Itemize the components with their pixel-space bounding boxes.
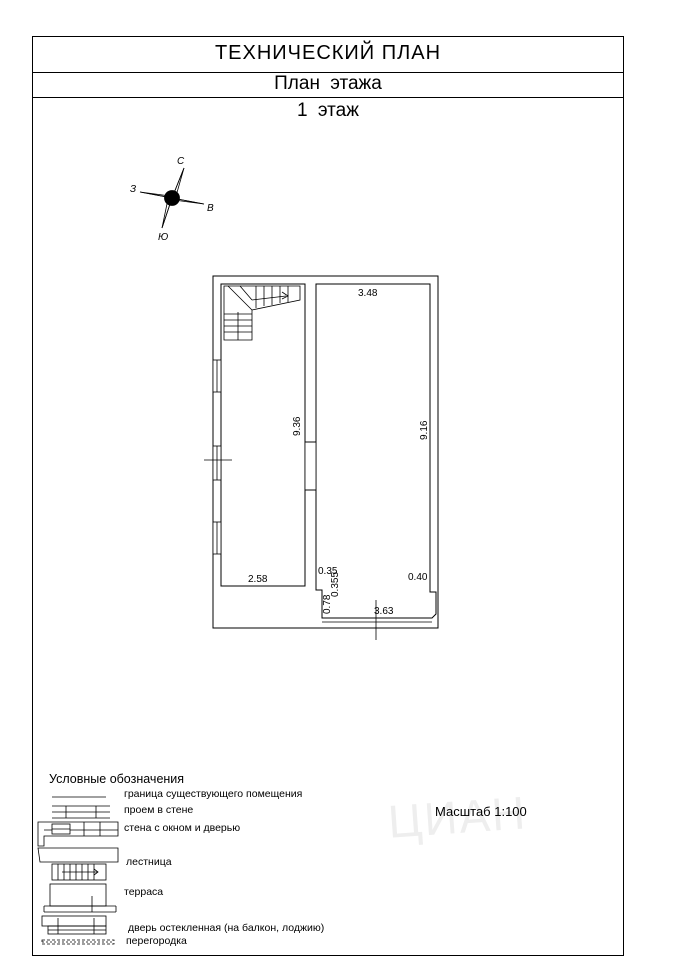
- dim-right-room-height: 9.16: [419, 420, 430, 440]
- compass-west-label: З: [130, 184, 136, 195]
- page-subtitle: План этажа: [32, 73, 624, 98]
- staircase: [223, 285, 301, 341]
- dim-left-room-height: 9.36: [292, 416, 303, 436]
- legend-symbol-opening: [52, 805, 110, 819]
- compass-north-label: С: [177, 156, 185, 167]
- scale-label: Масштаб 1:100: [435, 804, 527, 819]
- legend-label-opening: проем в стене: [124, 804, 194, 816]
- legend-symbol-glazed-door: [41, 915, 107, 935]
- legend-label-terrace: терраса: [124, 886, 164, 898]
- page-title: ТЕХНИЧЕСКИЙ ПЛАН: [32, 36, 624, 73]
- legend-symbols: [37, 796, 119, 945]
- dim-notch-a: 0.35: [318, 566, 338, 577]
- compass-east-label: В: [207, 203, 214, 214]
- legend-label-stairs: лестница: [126, 856, 172, 868]
- left-wall-windows: [204, 359, 232, 555]
- legend-symbol-window-door: [37, 821, 119, 847]
- dim-right-room-top: 3.48: [358, 288, 378, 299]
- legend-label-glazed-door: дверь остекленная (на балкон, лоджию): [128, 922, 325, 934]
- floor-label: 1 этаж: [297, 100, 359, 121]
- legend-symbol-stairs: [37, 847, 119, 881]
- wall-opening: [304, 441, 317, 491]
- sheet-frame: [32, 36, 624, 956]
- bottom-door: [322, 600, 432, 640]
- legend-label-boundary: граница существующего помещения: [124, 788, 303, 800]
- dim-right-bottom: 3.63: [374, 606, 394, 617]
- legend-symbol-terrace: [43, 883, 117, 913]
- dim-notch-b: 0.355: [330, 572, 341, 597]
- legend-label-partition: перегородка: [126, 935, 187, 947]
- dim-left-room-bottom: 2.58: [248, 574, 268, 585]
- compass-rose: [139, 167, 205, 229]
- legend-title: Условные обозначения: [49, 772, 185, 786]
- compass-south-label: Ю: [158, 232, 168, 243]
- dim-right-corner: 0.40: [408, 572, 428, 583]
- dim-notch-c: 0.78: [322, 594, 333, 614]
- legend-label-window-door: стена с окном и дверью: [124, 822, 241, 834]
